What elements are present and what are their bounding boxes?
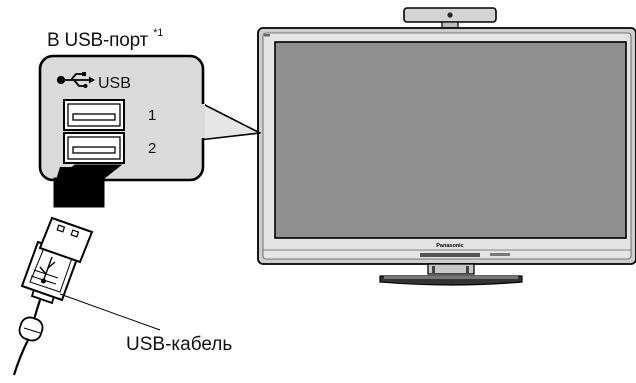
usb-port-1[interactable] [63, 99, 125, 131]
tv-screen [274, 41, 627, 239]
usb-port-caption: В USB-порт *1 [47, 27, 164, 52]
usb-trident-icon [56, 72, 95, 88]
tv-brand-text: Panasonic [436, 243, 464, 249]
usb-port-caption-text: В USB-порт [47, 30, 149, 51]
usb-logo-text: USB [98, 75, 131, 92]
tv-set: Panasonic [257, 7, 636, 286]
tv-camera [403, 7, 497, 32]
cable-leader-line [59, 293, 161, 331]
usb-cable [12, 299, 44, 376]
footnote-marker: *1 [153, 27, 164, 39]
port-number-2: 2 [148, 140, 156, 157]
usb-port-callout: USB 1 2 [38, 54, 261, 182]
port-number-1: 1 [148, 107, 156, 124]
usb-port-2[interactable] [63, 132, 125, 164]
tv-stand [379, 263, 523, 286]
usb-cable-caption: USB-кабель [126, 334, 233, 355]
usb-plug[interactable] [20, 216, 94, 305]
